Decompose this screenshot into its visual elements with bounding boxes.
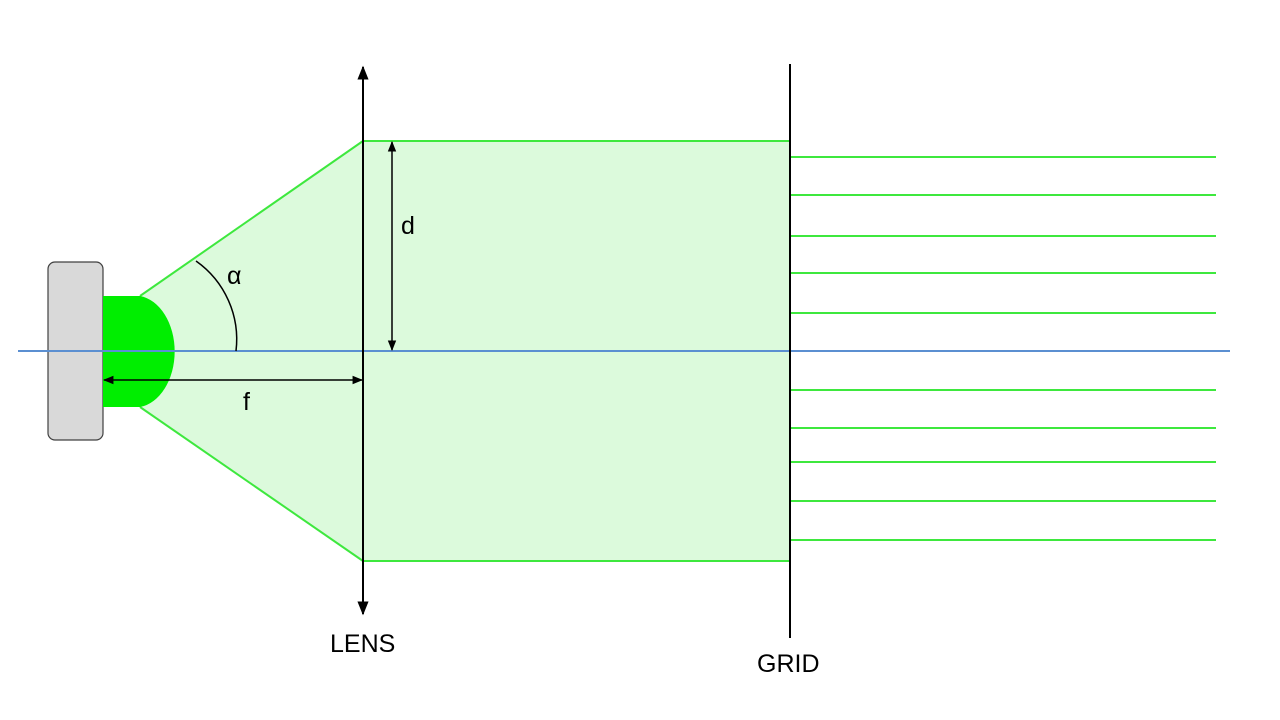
f-label: f: [243, 388, 250, 416]
lens-label: LENS: [330, 630, 396, 658]
output-beams: [791, 156, 1216, 541]
beam-edge-lower: [139, 406, 364, 562]
beam-edge-upper: [139, 140, 364, 297]
grid-label: GRID: [757, 650, 820, 678]
alpha-angle-arc: [195, 260, 238, 352]
d-label: d: [401, 212, 415, 240]
alpha-label: α: [227, 262, 242, 290]
